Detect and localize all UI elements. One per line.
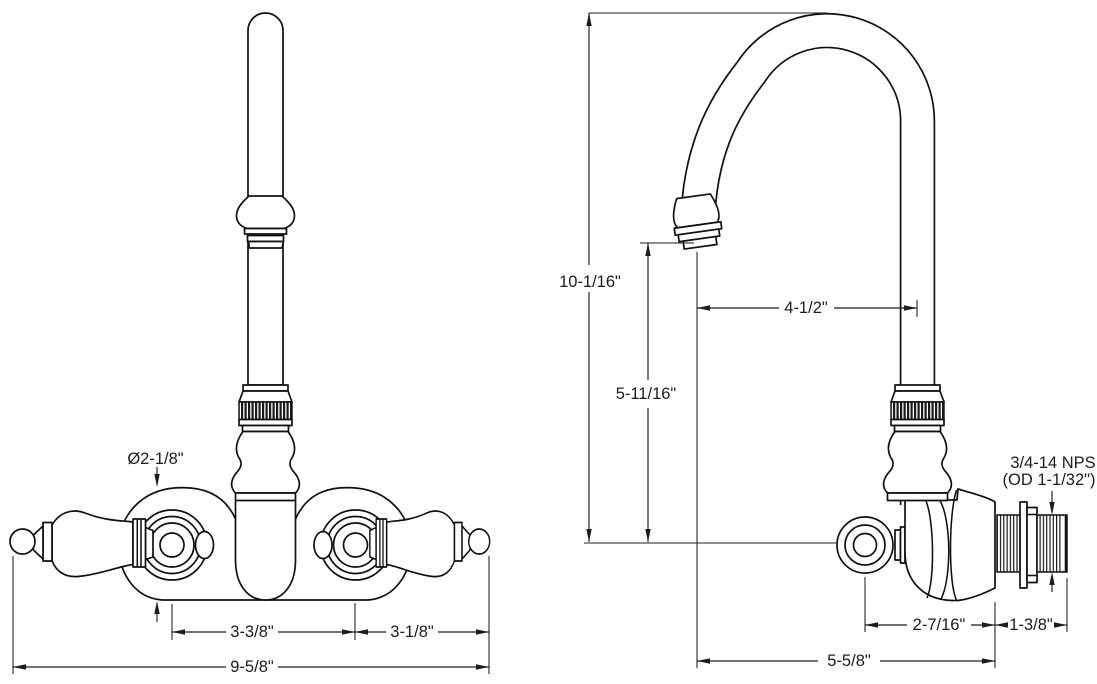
dim-label-diameter: Ø2-1/8" <box>127 450 183 468</box>
spout-nozzle <box>672 193 723 250</box>
dim-label-overall-width: 9-5/8" <box>230 658 274 676</box>
wall-nipple <box>996 501 1068 589</box>
front-baluster <box>230 384 301 502</box>
valve-face <box>836 516 894 574</box>
thread-spec-label: 3/4-14 NPS <box>1010 454 1095 472</box>
dim-label-thread-length: 1-3/8" <box>1009 616 1053 634</box>
dim-label-spout-height: 5-11/16" <box>616 385 677 403</box>
thread-od-label: (OD 1-1/32") <box>1003 471 1096 489</box>
gooseneck-core <box>681 14 934 505</box>
dim-label-spout-reach: 4-1/2" <box>784 299 828 317</box>
dim-label-valve-spacing: 3-3/8" <box>230 623 274 641</box>
riser-collar <box>235 195 296 230</box>
dim-label-valve-to-handle: 3-1/8" <box>390 623 434 641</box>
side-view: 10-1/16" 5-11/16" 4-1/2" 3/4-14 NPS (OD … <box>559 12 1096 670</box>
front-view: Ø2-1/8" 3-3/8" 3-1/8" 9-5/8" <box>9 12 491 676</box>
dim-label-overall-height: 10-1/16" <box>559 273 621 291</box>
side-baluster <box>882 384 953 502</box>
dim-label-valve-to-wall: 2-7/16" <box>913 616 966 634</box>
center-column <box>234 499 297 601</box>
dim-label-overall-depth: 5-5/8" <box>827 652 871 670</box>
